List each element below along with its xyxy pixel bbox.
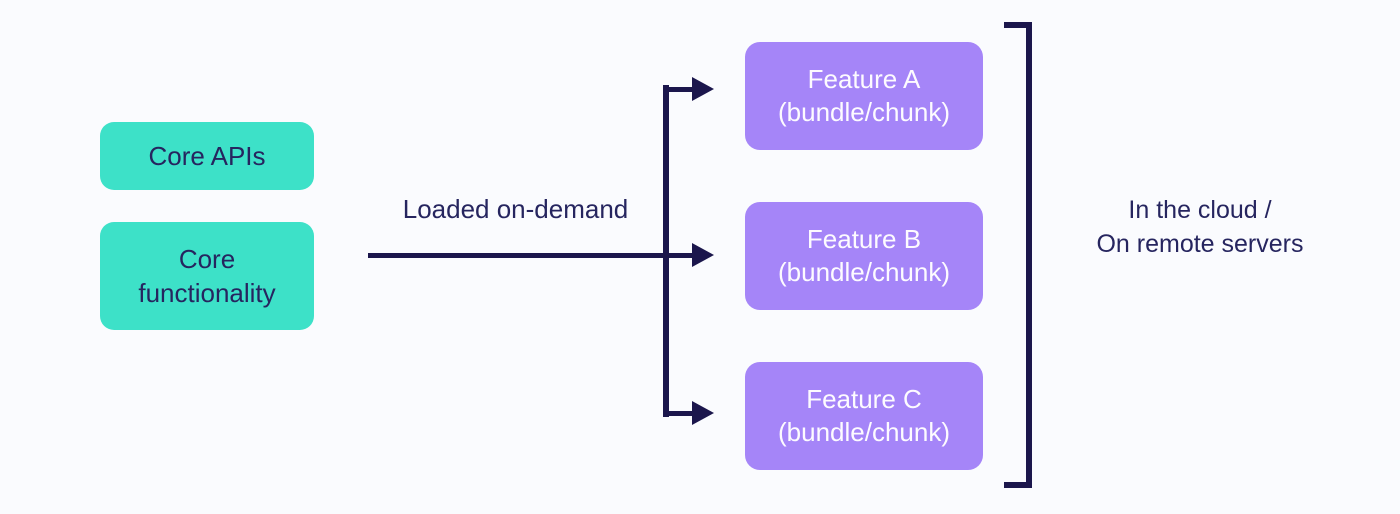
branch-bottom-line [663, 411, 694, 416]
feature-c-title: Feature C [806, 384, 922, 414]
feature-a-subtitle: (bundle/chunk) [778, 97, 950, 127]
feature-c-box: Feature C (bundle/chunk) [745, 362, 983, 470]
feature-b-box: Feature B (bundle/chunk) [745, 202, 983, 310]
feature-a-title: Feature A [807, 64, 921, 94]
feature-c-subtitle: (bundle/chunk) [778, 417, 950, 447]
bracket-note: In the cloud / On remote servers [1040, 193, 1360, 261]
bracket-note-line1: In the cloud / [1128, 196, 1272, 224]
core-functionality-label: Core functionality [138, 244, 276, 308]
branch-top-line [663, 87, 694, 92]
arrowhead-middle-icon [692, 243, 714, 267]
main-arrow-line [368, 253, 694, 258]
branch-vertical-line [663, 85, 669, 417]
grouping-bracket [1004, 22, 1032, 488]
arrowhead-top-icon [692, 77, 714, 101]
feature-b-subtitle: (bundle/chunk) [778, 257, 950, 287]
core-functionality-box: Core functionality [100, 222, 314, 330]
arrowhead-bottom-icon [692, 401, 714, 425]
feature-b-title: Feature B [806, 224, 922, 254]
bracket-note-line2: On remote servers [1096, 230, 1304, 258]
core-apis-box: Core APIs [100, 122, 314, 190]
core-apis-label: Core APIs [148, 141, 266, 171]
feature-a-box: Feature A (bundle/chunk) [745, 42, 983, 150]
arrow-label: Loaded on-demand [402, 194, 629, 224]
